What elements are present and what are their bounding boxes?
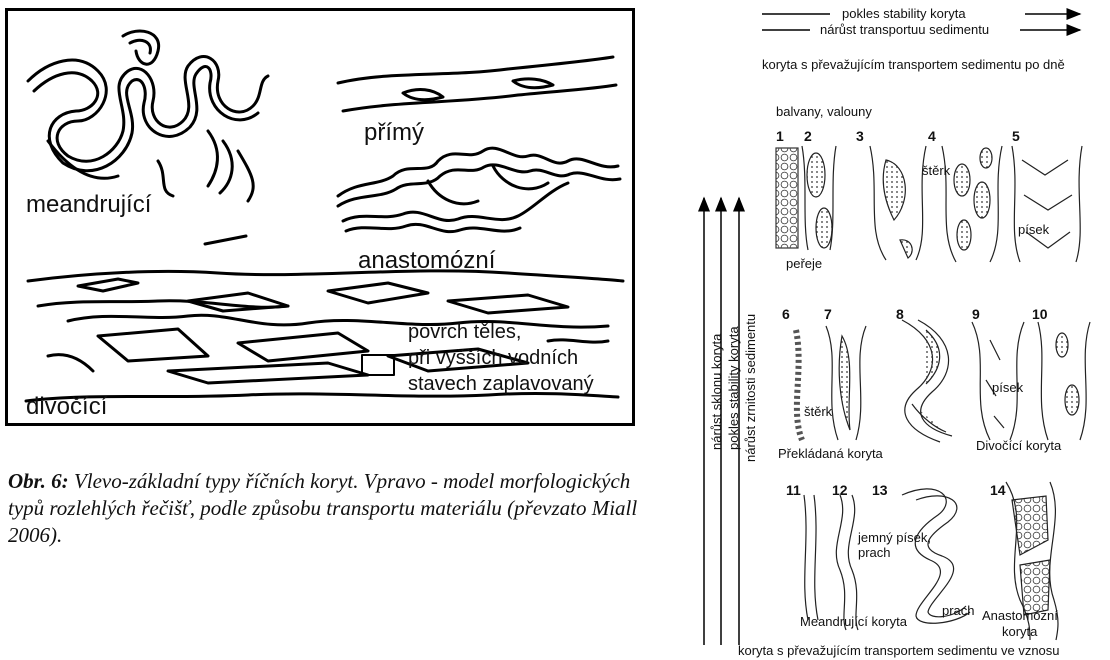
vertical-arrow-2-label: pokles stability koryta xyxy=(726,326,741,450)
annotation-gravel-top: štěrk xyxy=(922,163,950,178)
channel-11 xyxy=(804,495,818,620)
channel-number-9: 9 xyxy=(972,306,980,322)
group-label-braided: Divočící koryta xyxy=(976,438,1061,453)
channel-number-7: 7 xyxy=(824,306,832,322)
annotation-rapids: peřeje xyxy=(786,256,822,271)
channel-1 xyxy=(776,148,798,248)
channel-2 xyxy=(802,146,836,250)
group-label-overlapping: Překládaná koryta xyxy=(778,446,883,461)
legend-line-2: při vyšších vodních xyxy=(408,345,594,371)
figure-caption: Obr. 6: Vlevo-základní typy říčních kory… xyxy=(8,468,658,549)
channel-number-14: 14 xyxy=(990,482,1006,498)
legend-text: povrch těles, při vyšších vodních stavec… xyxy=(408,319,594,397)
channel-number-11: 11 xyxy=(786,482,801,498)
label-meandering: meandrující xyxy=(26,191,151,219)
channel-10 xyxy=(1038,322,1090,440)
channel-number-10: 10 xyxy=(1032,306,1048,322)
annotation-gravel-mid: štěrk xyxy=(804,404,832,419)
channel-6 xyxy=(796,330,802,440)
channel-number-5: 5 xyxy=(1012,128,1020,144)
label-braided: divočící xyxy=(26,393,107,421)
annotation-sand-mid: písek xyxy=(992,380,1023,395)
label-straight: přímý xyxy=(364,119,424,147)
channel-number-13: 13 xyxy=(872,482,888,498)
straight-channel xyxy=(338,57,616,111)
channel-4 xyxy=(942,146,1002,262)
channel-number-8: 8 xyxy=(896,306,904,322)
channel-12 xyxy=(836,495,858,630)
top-arrow-1-label: pokles stability koryta xyxy=(842,6,966,21)
meandering-channel xyxy=(28,31,268,201)
caption-text: Vlevo-základní typy říčních koryt. Vprav… xyxy=(8,469,637,547)
channel-number-3: 3 xyxy=(856,128,864,144)
vertical-arrow-1-label: nárůst sklonu koryta xyxy=(709,334,724,450)
annotation-fine-sand: jemný písek, xyxy=(858,530,931,545)
legend-line-1: povrch těles, xyxy=(408,319,594,345)
annotation-silt-2: prach xyxy=(942,603,975,618)
vertical-arrow-3-label: nárůst zrnitosti sedimentu xyxy=(743,314,758,462)
group-label-meandering: Meandrující koryta xyxy=(800,614,907,629)
group-label-anastomosing-2: koryta xyxy=(1002,624,1037,639)
anastomosing-channel xyxy=(338,148,620,231)
annotation-boulders: balvany, valouny xyxy=(776,104,872,119)
channel-number-4: 4 xyxy=(928,128,936,144)
bottom-heading: koryta s převažujícím transportem sedime… xyxy=(738,643,1060,658)
label-anastomosing: anastomózní xyxy=(358,247,495,275)
channel-7 xyxy=(826,326,866,440)
channel-5 xyxy=(1012,146,1082,262)
annotation-sand-top: písek xyxy=(1018,222,1049,237)
channel-number-6: 6 xyxy=(782,306,790,322)
channel-3 xyxy=(870,146,926,260)
caption-prefix: Obr. 6: xyxy=(8,469,69,493)
group-label-anastomosing-1: Anastomózní xyxy=(982,608,1058,623)
channel-number-1: 1 xyxy=(776,128,784,144)
top-arrow-2-label: nárůst transportuu sedimentu xyxy=(820,22,989,37)
legend-line-3: stavech zaplavovaný xyxy=(408,371,594,397)
channel-number-12: 12 xyxy=(832,482,848,498)
morphology-model-panel: pokles stability koryta nárůst transport… xyxy=(690,0,1110,660)
channel-types-panel: meandrující přímý anastomózní divočící p… xyxy=(5,8,635,426)
top-heading: koryta s převažujícím transportem sedime… xyxy=(762,57,1065,72)
channel-fragment xyxy=(205,236,246,244)
channel-8 xyxy=(902,320,952,442)
annotation-silt: prach xyxy=(858,545,891,560)
channel-number-2: 2 xyxy=(804,128,812,144)
